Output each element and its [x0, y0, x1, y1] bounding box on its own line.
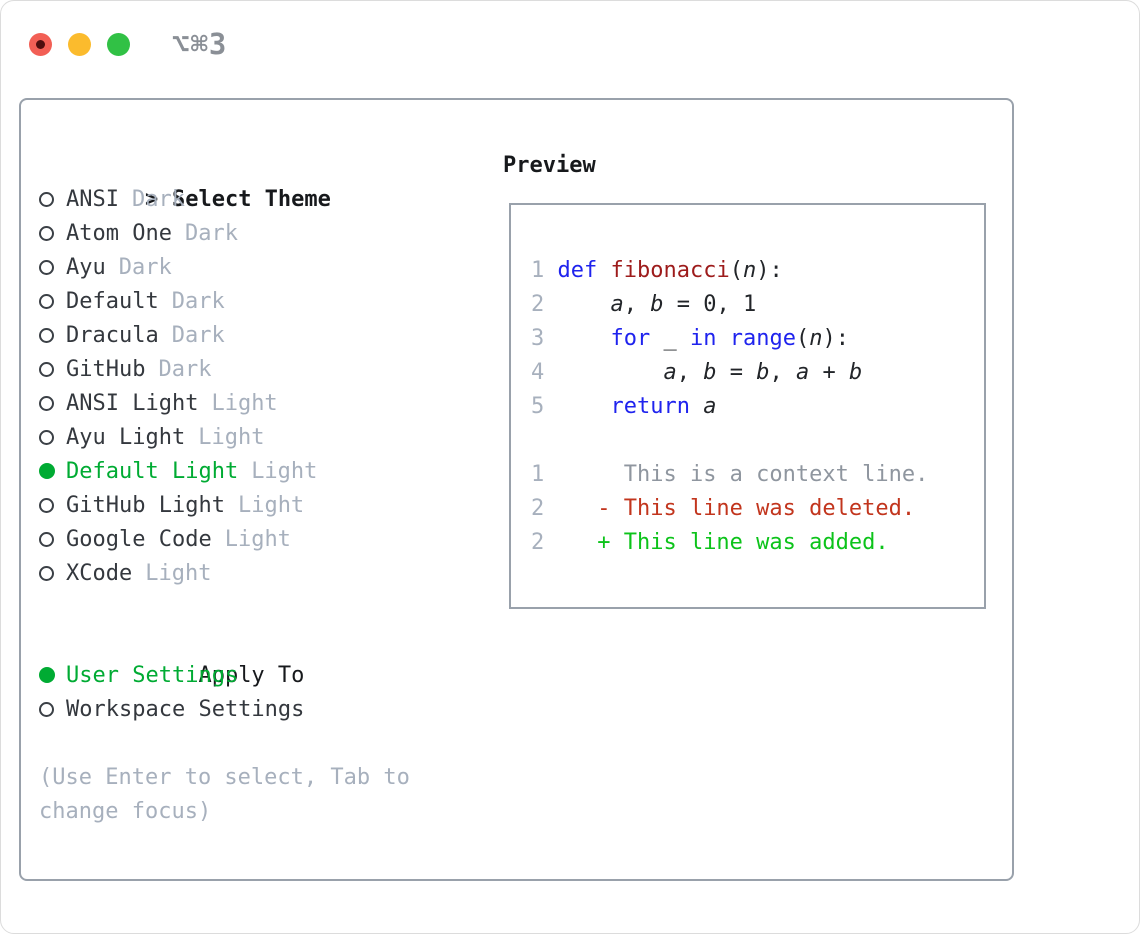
radio-unselected-icon [39, 566, 54, 581]
apply-to-title: Apply To [198, 663, 305, 688]
apply-to-option[interactable]: Workspace Settings [39, 693, 459, 727]
code-line: 5 return a [531, 394, 717, 419]
code-line: 4 a, b = b, a + b [531, 360, 863, 385]
radio-unselected-icon [39, 192, 54, 207]
theme-name: GitHub Light [66, 493, 225, 518]
radio-selected-icon [39, 463, 55, 479]
theme-name: ANSI [66, 187, 119, 212]
theme-variant: Light [224, 527, 291, 552]
preview-code: 1 def fibonacci(n): 2 a, b = 0, 1 3 for _ … [509, 203, 986, 609]
preview-title: Preview [503, 153, 596, 178]
theme-option[interactable]: Atom One Dark [39, 217, 459, 251]
theme-name: GitHub [66, 357, 146, 382]
zoom-button-icon[interactable] [107, 32, 130, 56]
theme-variant: Dark [171, 323, 225, 348]
theme-option[interactable]: Dracula Dark [39, 319, 459, 353]
apply-to-header: Apply To [39, 625, 459, 688]
option-gutter [39, 659, 66, 693]
radio-unselected-icon [39, 396, 54, 411]
theme-name: Ayu [66, 255, 106, 280]
code-line: 2 - This line was deleted. [531, 496, 916, 521]
theme-option[interactable]: Ayu Dark [39, 251, 459, 285]
minimize-button-icon[interactable] [68, 32, 91, 56]
option-gutter [39, 693, 66, 727]
option-gutter [39, 285, 66, 319]
theme-name: Dracula [66, 323, 159, 348]
code-line: 1 This is a context line. [531, 462, 929, 487]
theme-option[interactable]: ANSI Dark [39, 183, 459, 217]
keyboard-hint: (Use Enter to select, Tab to change focu… [39, 765, 410, 824]
theme-name: Default [66, 289, 159, 314]
theme-option[interactable]: Default Light Light [39, 455, 459, 489]
theme-variant: Dark [184, 221, 238, 246]
theme-variant: Dark [118, 255, 172, 280]
option-gutter [39, 319, 66, 353]
option-gutter [39, 523, 66, 557]
option-gutter [39, 557, 66, 591]
close-button-icon[interactable] [29, 32, 52, 56]
theme-name: XCode [66, 561, 133, 586]
theme-variant: Light [198, 425, 265, 450]
option-gutter [39, 217, 66, 251]
theme-option[interactable]: ANSI Light Light [39, 387, 459, 421]
prompt-caret-icon: > [144, 187, 159, 212]
radio-unselected-icon [39, 260, 54, 275]
theme-option[interactable]: Google Code Light [39, 523, 459, 557]
radio-selected-icon [39, 667, 55, 683]
radio-unselected-icon [39, 328, 54, 343]
radio-unselected-icon [39, 498, 54, 513]
option-gutter [39, 489, 66, 523]
theme-name: Ayu Light [66, 425, 186, 450]
radio-unselected-icon [39, 226, 54, 241]
radio-unselected-icon [39, 532, 54, 547]
theme-variant: Dark [158, 357, 212, 382]
radio-unselected-icon [39, 362, 54, 377]
theme-name: Atom One [66, 221, 172, 246]
radio-unselected-icon [39, 430, 54, 445]
theme-variant: Light [237, 493, 305, 518]
theme-name: Google Code [66, 527, 212, 552]
option-gutter [39, 387, 66, 421]
theme-variant: Dark [131, 187, 185, 212]
theme-variant: Dark [171, 289, 225, 314]
theme-name: ANSI Light [66, 391, 199, 416]
titlebar: ⌥⌘3 [29, 27, 227, 61]
theme-option[interactable]: Default Dark [39, 285, 459, 319]
theme-option[interactable]: Ayu Light Light [39, 421, 459, 455]
theme-variant: Light [251, 459, 318, 484]
option-gutter [39, 183, 66, 217]
code-line: 2 a, b = 0, 1 [531, 292, 757, 317]
apply-to-label: User Settings [66, 663, 239, 688]
preview-column: Preview 1 def fibonacci(n): 2 a, b = 0, 1… [503, 149, 986, 609]
option-gutter [39, 421, 66, 455]
theme-variant: Light [145, 561, 212, 586]
code-line: 3 for _ in range(n): [531, 326, 849, 351]
theme-name: Default Light [66, 459, 239, 484]
select-theme-header: > Select Theme [39, 149, 459, 212]
apply-to-option[interactable]: User Settings [39, 659, 459, 693]
theme-option[interactable]: GitHub Light Light [39, 489, 459, 523]
option-gutter [39, 353, 66, 387]
theme-variant: Light [211, 391, 278, 416]
apply-to-label: Workspace Settings [66, 697, 305, 722]
select-theme-title: Select Theme [171, 187, 331, 212]
option-gutter [39, 455, 66, 489]
theme-option[interactable]: XCode Light [39, 557, 459, 591]
theme-option[interactable]: GitHub Dark [39, 353, 459, 387]
radio-unselected-icon [39, 294, 54, 309]
window-shortcut-label: ⌥⌘3 [172, 27, 228, 61]
code-line: 1 def fibonacci(n): [531, 258, 783, 283]
code-line [531, 424, 984, 458]
code-line: 2 + This line was added. [531, 530, 889, 555]
option-gutter [39, 251, 66, 285]
radio-unselected-icon [39, 702, 54, 717]
